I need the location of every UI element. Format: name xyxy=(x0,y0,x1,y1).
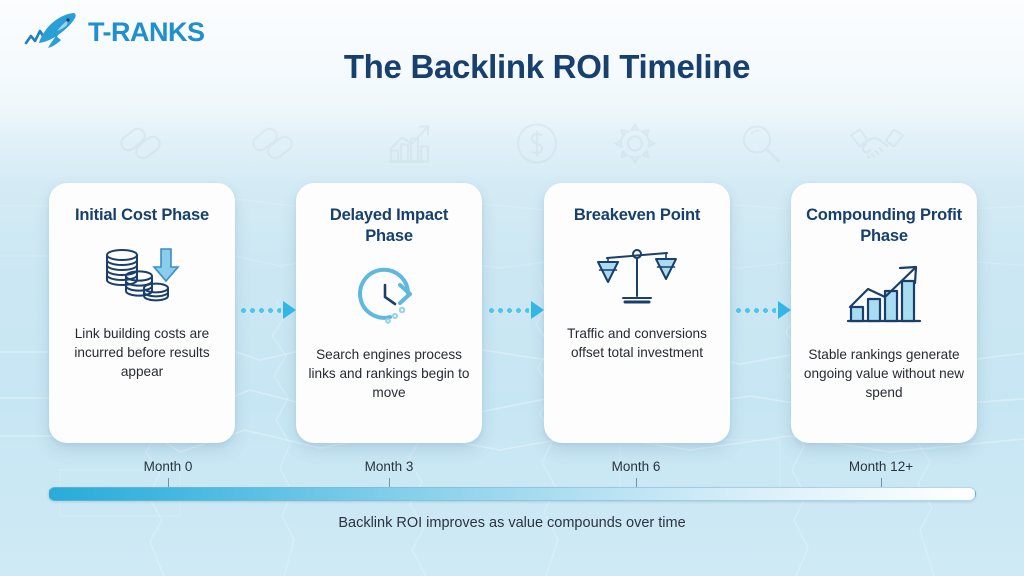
timeline-label-month-12: Month 12+ xyxy=(848,459,914,474)
timeline-label-month-6: Month 6 xyxy=(611,459,661,474)
card-description: Search engines process links and ranking… xyxy=(308,346,470,401)
timeline-caption: Backlink ROI improves as value compounds… xyxy=(338,515,686,531)
clock-rotate-icon xyxy=(350,259,428,333)
brand-logo[interactable]: T-RANKS xyxy=(22,9,205,55)
timeline-label-month-3: Month 3 xyxy=(364,459,414,474)
timeline-tick xyxy=(636,478,637,487)
timeline-tick xyxy=(389,478,390,487)
timeline-label-month-0: Month 0 xyxy=(143,459,193,474)
card-compounding-profit-phase[interactable]: Compounding Profit Phase Stable rankings… xyxy=(791,183,977,443)
arrow-right-dotted-icon xyxy=(487,301,544,319)
connector-arrowhead xyxy=(778,301,791,319)
page-title: The Backlink ROI Timeline xyxy=(343,48,751,85)
card-delayed-impact-phase[interactable]: Delayed Impact Phase Search engines proc… xyxy=(296,183,482,443)
arrow-right-dotted-icon xyxy=(239,301,296,319)
connector-arrowhead xyxy=(283,301,296,319)
arrow-right-dotted-icon xyxy=(734,301,791,319)
timeline-tick xyxy=(881,478,882,487)
balance-scale-icon xyxy=(595,238,679,312)
phase-cards: Initial Cost Phase Link building costs a… xyxy=(0,183,1024,445)
connector-dots xyxy=(734,307,776,313)
card-breakeven-point[interactable]: Breakeven Point Traffic and conversions … xyxy=(544,183,730,443)
timeline-gradient-bar xyxy=(48,487,976,501)
growth-bar-chart-icon xyxy=(842,259,926,333)
card-description: Link building costs are incurred before … xyxy=(74,325,210,380)
connector-arrowhead xyxy=(531,301,544,319)
timeline-tick xyxy=(168,478,169,487)
connector-dots xyxy=(239,307,281,313)
card-description: Stable rankings generate ongoing value w… xyxy=(803,346,965,401)
card-title: Breakeven Point xyxy=(573,206,701,224)
card-title: Initial Cost Phase xyxy=(75,206,209,224)
brand-name: T-RANKS xyxy=(88,16,205,47)
coins-down-arrow-icon xyxy=(99,238,185,312)
card-initial-cost-phase[interactable]: Initial Cost Phase Link building costs a… xyxy=(49,183,235,443)
card-title: Compounding Profit Phase xyxy=(806,206,962,245)
card-description: Traffic and conversions offset total inv… xyxy=(567,325,707,361)
connector-dots xyxy=(487,307,529,313)
timeline-ticks xyxy=(0,478,1024,488)
rocket-shark-logo-icon xyxy=(24,13,76,48)
timeline-labels: Month 0 Month 3 Month 6 Month 12+ xyxy=(0,459,1024,477)
card-title: Delayed Impact Phase xyxy=(329,206,449,245)
